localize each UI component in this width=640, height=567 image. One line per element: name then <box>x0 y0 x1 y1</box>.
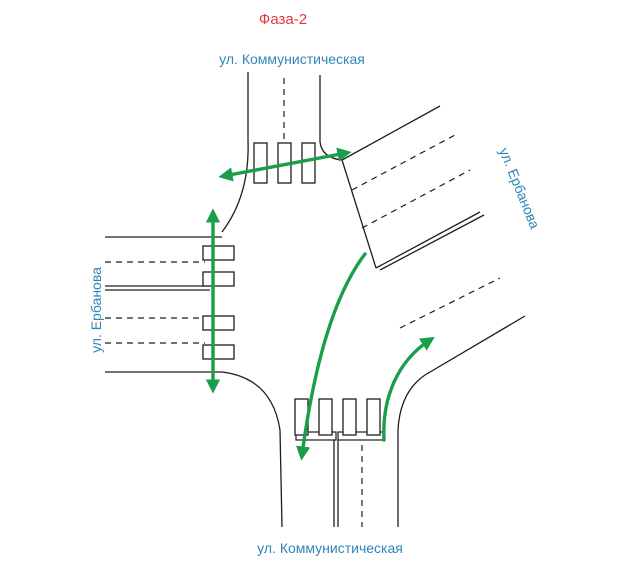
street-label-right: ул. Ербанова <box>496 145 543 231</box>
phase-title: Фаза-2 <box>259 11 307 28</box>
street-label-left: ул. Ербанова <box>88 267 104 353</box>
lane-markings <box>105 78 501 527</box>
pedestrian-arrow-top <box>218 147 352 182</box>
vehicle-arrow-turn-down <box>296 252 367 461</box>
street-label-top: ул. Коммунистическая <box>219 51 365 67</box>
street-label-bottom: ул. Коммунистическая <box>257 540 403 556</box>
road-edges <box>105 72 526 528</box>
crosswalk-left <box>202 245 235 360</box>
movement-arrows <box>205 147 435 461</box>
vehicle-arrow-turn-right <box>382 336 435 442</box>
lane-solid-double <box>105 285 210 291</box>
crosswalk-bottom <box>294 398 381 436</box>
